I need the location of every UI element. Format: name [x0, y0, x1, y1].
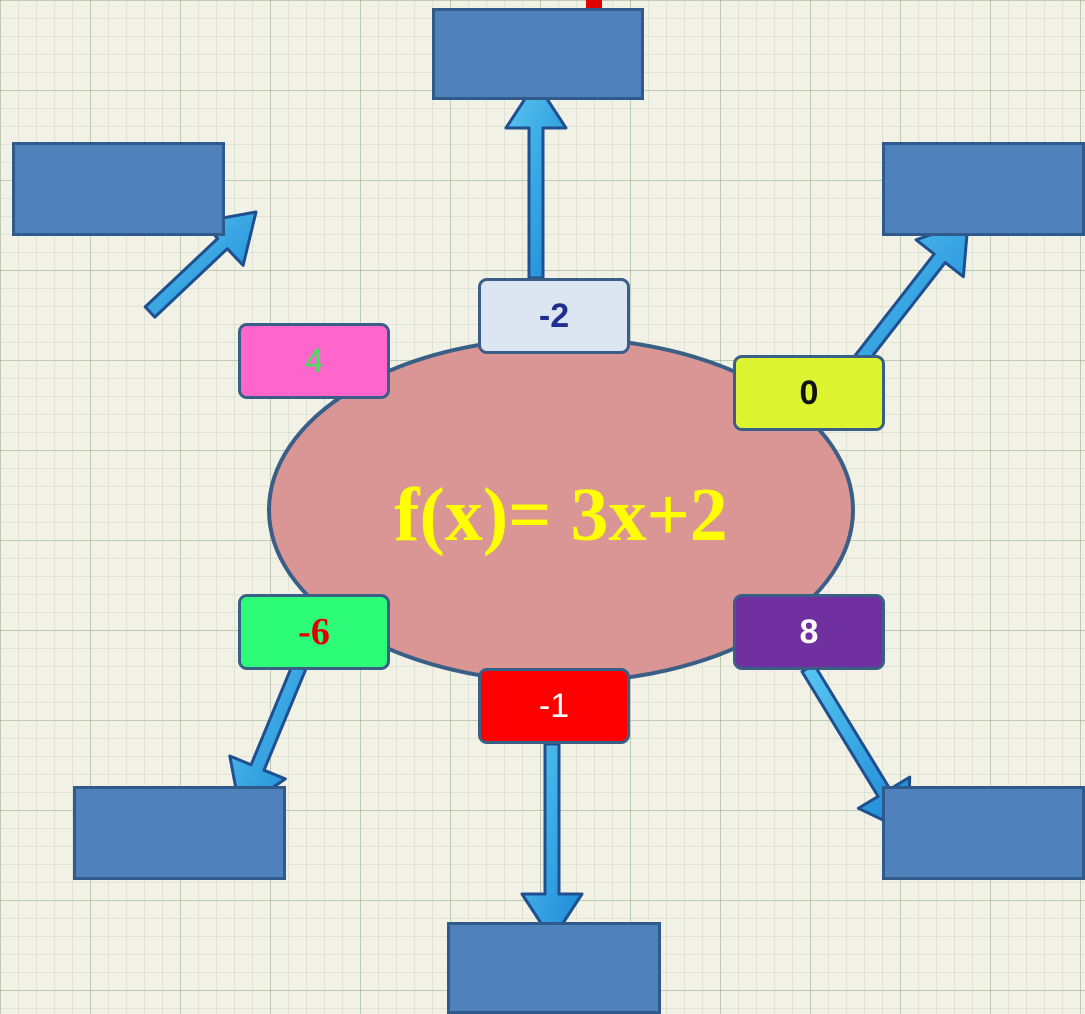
- output-box-lower-right[interactable]: [882, 786, 1085, 880]
- output-box-bottom[interactable]: [447, 922, 661, 1014]
- arrow-bottom: [520, 742, 584, 942]
- input-tag-lower-left: -6: [238, 594, 390, 670]
- output-box-top[interactable]: [432, 8, 644, 100]
- input-tag-upper-right: 0: [733, 355, 885, 431]
- output-box-lower-left[interactable]: [73, 786, 286, 880]
- input-value-upper-left: 4: [304, 341, 324, 380]
- input-tag-bottom: -1: [478, 668, 630, 744]
- input-value-upper-right: 0: [799, 373, 819, 412]
- input-value-lower-left: -6: [298, 611, 330, 653]
- input-tag-top: -2: [478, 278, 630, 354]
- function-label: f(x)= 3x+2: [394, 473, 728, 557]
- arrow-top: [504, 80, 568, 280]
- arrow-upper-left: [143, 210, 258, 319]
- input-value-lower-right: 8: [799, 612, 819, 651]
- input-tag-upper-left: 4: [238, 323, 390, 399]
- output-box-upper-left[interactable]: [12, 142, 225, 236]
- input-value-bottom: -1: [538, 686, 570, 725]
- output-box-upper-right[interactable]: [882, 142, 1085, 236]
- input-tag-lower-right: 8: [733, 594, 885, 670]
- input-value-top: -2: [538, 296, 570, 335]
